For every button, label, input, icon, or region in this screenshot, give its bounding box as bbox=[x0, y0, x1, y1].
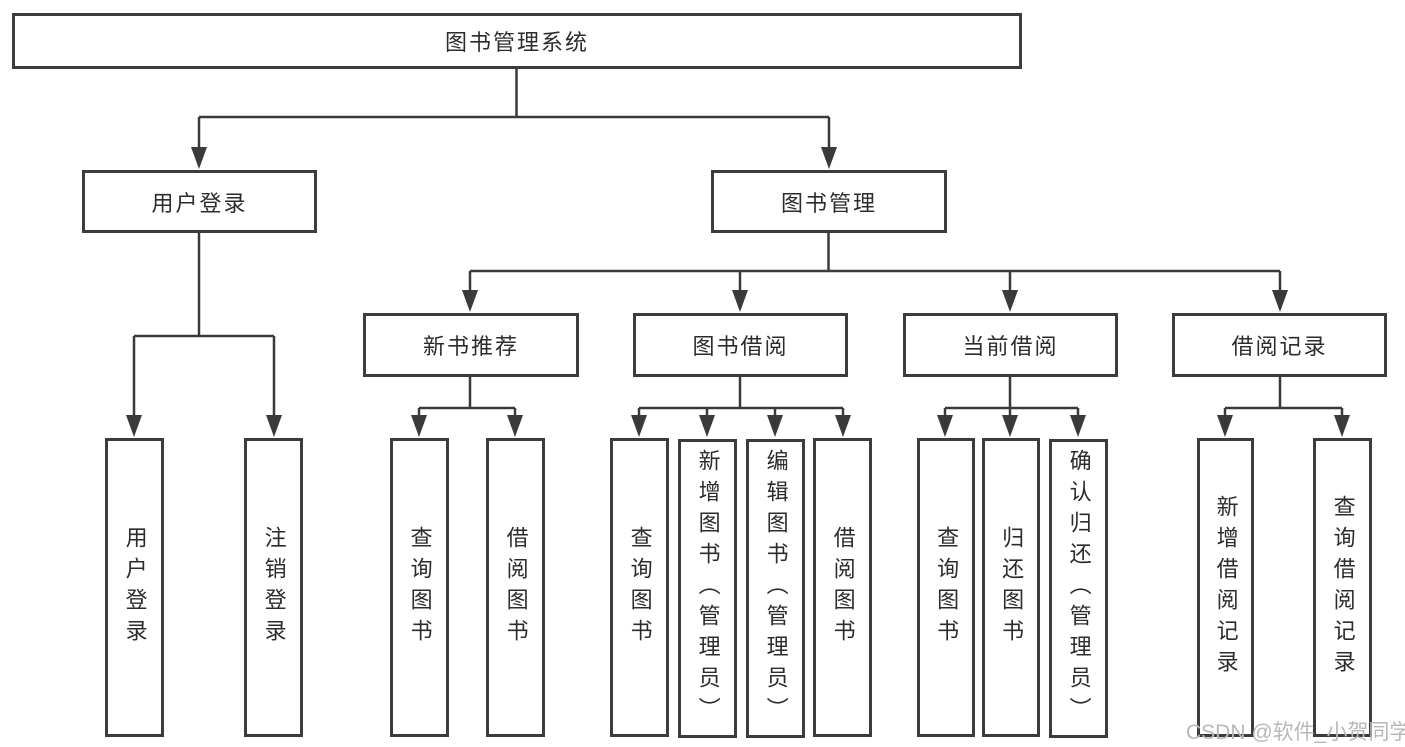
connector-borrowing-to-leaves bbox=[637, 377, 845, 417]
arrowhead-icon bbox=[732, 290, 748, 312]
arrowhead-icon bbox=[631, 415, 647, 437]
node-label: 新书推荐 bbox=[422, 334, 519, 359]
node-label: 编辑图书（管理员） bbox=[763, 449, 789, 728]
node-label: 借阅图书 bbox=[503, 525, 529, 650]
book-borrowing-node: 图书借阅 bbox=[633, 313, 848, 377]
leaf-return-book: 归还图书 bbox=[982, 438, 1040, 737]
user-login-node: 用户登录 bbox=[82, 170, 317, 233]
borrowing-records-node: 借阅记录 bbox=[1172, 313, 1387, 377]
node-label: 图书管理系统 bbox=[444, 30, 589, 55]
arrowhead-icon bbox=[1272, 290, 1288, 312]
node-label: 借阅图书 bbox=[830, 525, 856, 650]
leaf-logout: 注销登录 bbox=[244, 438, 303, 737]
arrowhead-icon bbox=[1334, 415, 1350, 437]
node-label: 查询图书 bbox=[627, 525, 653, 650]
node-label: 图书借阅 bbox=[692, 334, 789, 359]
node-label: 图书管理 bbox=[780, 190, 877, 216]
leaf-query-books-borrowing: 查询图书 bbox=[610, 438, 669, 737]
arrowhead-icon bbox=[1217, 415, 1233, 437]
csdn-watermark: CSDN @软件_小贺同学 bbox=[1186, 721, 1405, 744]
arrowhead-icon bbox=[126, 415, 142, 437]
node-label: 归还图书 bbox=[999, 525, 1025, 650]
arrowhead-icon bbox=[1002, 290, 1018, 312]
connector-mgmt-to-level3 bbox=[468, 233, 1282, 292]
leaf-query-books-recommend: 查询图书 bbox=[390, 438, 449, 737]
arrowhead-icon bbox=[1002, 415, 1018, 437]
node-label: 用户登录 bbox=[151, 190, 248, 216]
connector-records-to-leaves bbox=[1223, 377, 1344, 417]
arrowhead-icon bbox=[1070, 415, 1086, 437]
connector-recommend-to-leaves bbox=[417, 377, 517, 417]
arrowhead-icon bbox=[937, 415, 953, 437]
node-label: 注销登录 bbox=[261, 525, 287, 650]
arrowhead-icon bbox=[507, 415, 523, 437]
current-borrowing-node: 当前借阅 bbox=[903, 313, 1118, 377]
arrowhead-icon bbox=[767, 415, 783, 437]
new-book-recommend-node: 新书推荐 bbox=[363, 313, 579, 377]
node-label: 查询借阅记录 bbox=[1330, 494, 1356, 681]
node-label: 查询图书 bbox=[934, 525, 960, 650]
leaf-add-book-admin: 新增图书（管理员） bbox=[678, 439, 737, 738]
root-node: 图书管理系统 bbox=[12, 13, 1022, 69]
connector-root-to-level2 bbox=[197, 68, 831, 149]
arrowhead-icon bbox=[699, 415, 715, 437]
leaf-borrow-books-borrowing: 借阅图书 bbox=[813, 438, 872, 737]
node-label: 新增借阅记录 bbox=[1213, 494, 1239, 681]
leaf-edit-book-admin: 编辑图书（管理员） bbox=[746, 439, 805, 738]
node-label: 确认归还（管理员） bbox=[1066, 449, 1092, 728]
node-label: 借阅记录 bbox=[1231, 334, 1328, 359]
book-management-node: 图书管理 bbox=[711, 170, 947, 233]
arrowhead-icon bbox=[266, 415, 282, 437]
arrowhead-icon bbox=[462, 290, 478, 312]
leaf-add-borrow-record: 新增借阅记录 bbox=[1197, 438, 1254, 737]
leaf-query-books-current: 查询图书 bbox=[917, 438, 975, 737]
leaf-user-login: 用户登录 bbox=[105, 438, 164, 737]
arrowhead-icon bbox=[411, 415, 427, 437]
connector-user-to-leaves bbox=[132, 233, 276, 417]
leaf-borrow-books-recommend: 借阅图书 bbox=[486, 438, 545, 737]
node-label: 当前借阅 bbox=[962, 334, 1059, 359]
node-label: 查询图书 bbox=[407, 525, 433, 650]
arrowheads bbox=[126, 147, 1350, 437]
arrowhead-icon bbox=[191, 147, 207, 169]
arrowhead-icon bbox=[835, 415, 851, 437]
leaf-confirm-return-admin: 确认归还（管理员） bbox=[1049, 439, 1108, 738]
connector-current-to-leaves bbox=[943, 377, 1080, 417]
arrowhead-icon bbox=[821, 147, 837, 169]
node-label: 用户登录 bbox=[122, 525, 148, 650]
leaf-query-borrow-record: 查询借阅记录 bbox=[1313, 438, 1372, 737]
node-label: 新增图书（管理员） bbox=[695, 449, 721, 728]
